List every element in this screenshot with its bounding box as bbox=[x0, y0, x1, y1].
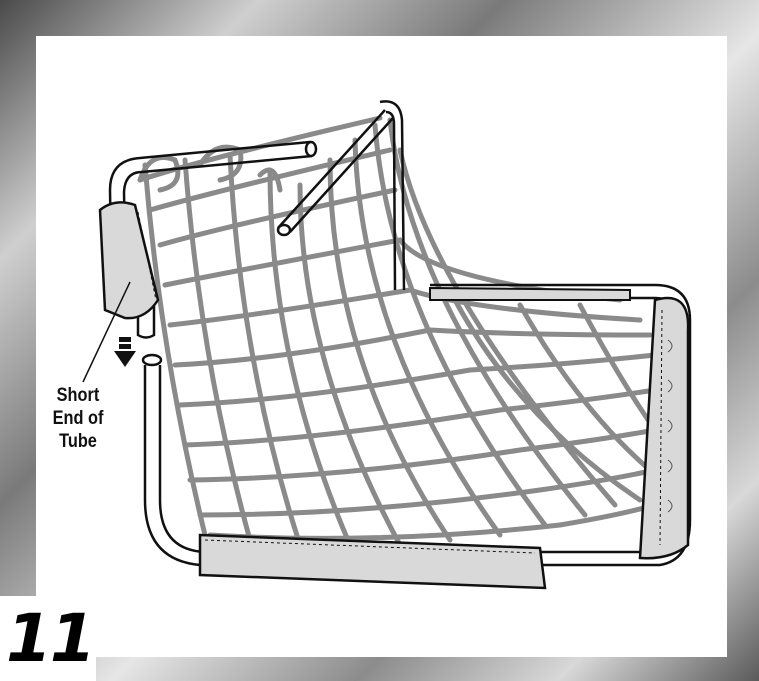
side-pad bbox=[638, 296, 690, 560]
callout-leader bbox=[82, 281, 131, 383]
backrest-pad bbox=[98, 201, 160, 320]
backrest-tube bbox=[108, 100, 406, 311]
callout-line-1: Short bbox=[56, 385, 100, 406]
front-pad bbox=[198, 533, 547, 590]
callout-line-3: Tube bbox=[59, 431, 97, 452]
down-arrow-icon bbox=[114, 337, 136, 367]
callout-line-2: End of bbox=[52, 408, 104, 429]
net-mesh bbox=[137, 115, 658, 548]
callout-label: Short End of Tube bbox=[47, 384, 109, 453]
step-number: 11 bbox=[6, 600, 96, 677]
step-badge: 11 bbox=[0, 596, 96, 681]
